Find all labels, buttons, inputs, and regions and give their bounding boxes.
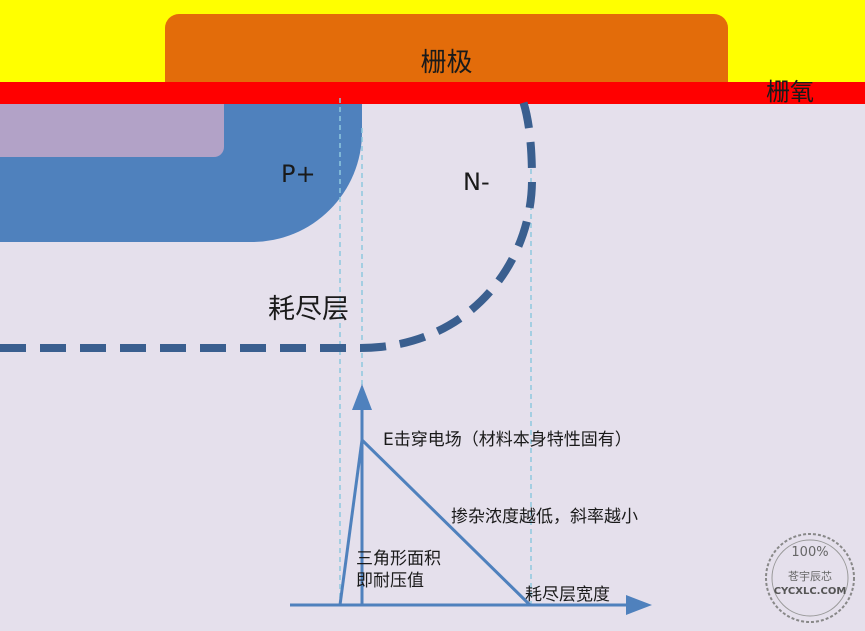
p-inner-region bbox=[0, 104, 224, 157]
gate-label: 栅极 bbox=[420, 48, 473, 78]
watermark-url: CYCXLC.COM bbox=[773, 586, 847, 597]
triangle-area-label-line1: 三角形面积 bbox=[356, 549, 441, 569]
gate-oxide-layer bbox=[0, 82, 865, 104]
n-minus-label: N- bbox=[463, 168, 490, 196]
depletion-width-label: 耗尽层宽度 bbox=[525, 585, 610, 605]
gate-electrode bbox=[165, 14, 728, 86]
field-rise-line bbox=[338, 439, 364, 606]
watermark-number: 100% bbox=[791, 545, 829, 560]
watermark-seal-inner-ring bbox=[771, 539, 849, 617]
watermark-seal-ring bbox=[765, 533, 855, 623]
depletion-layer-label: 耗尽层 bbox=[268, 294, 349, 325]
doping-slope-label: 掺杂浓度越低，斜率越小 bbox=[451, 507, 638, 527]
depletion-boundary bbox=[0, 96, 537, 352]
field-slope-line bbox=[360, 438, 532, 607]
gate-oxide-label: 栅氧 bbox=[766, 78, 814, 106]
x-axis-arrowhead bbox=[626, 595, 652, 615]
y-axis-arrowhead bbox=[352, 384, 372, 410]
watermark-name: 苍宇辰芯 bbox=[788, 570, 832, 583]
breakdown-field-label: E击穿电场（材料本身特性固有） bbox=[383, 430, 632, 450]
p-plus-label: P+ bbox=[281, 160, 316, 188]
triangle-area-label-line2: 即耐压值 bbox=[356, 571, 424, 591]
